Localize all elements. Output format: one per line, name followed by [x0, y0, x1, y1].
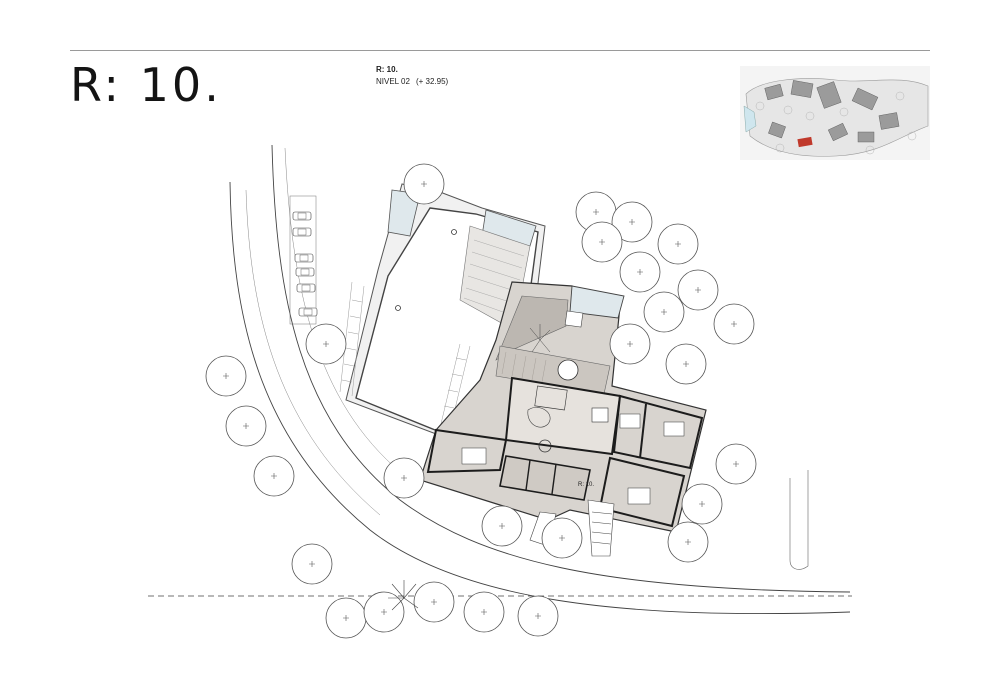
level-elevation: (+ 32.95): [415, 77, 449, 86]
tree-icon: [643, 291, 685, 333]
level-line: NIVEL 02 (+ 32.95): [376, 76, 454, 88]
living-room: [504, 376, 622, 456]
tree-icon: [253, 455, 295, 497]
building-footprint: R: 10.: [339, 183, 707, 557]
tree-icon: [305, 323, 347, 365]
tree-icon: [413, 581, 455, 623]
car-icon: [294, 253, 314, 263]
keymap-buildings: [764, 80, 900, 143]
outdoor-table: [557, 359, 579, 381]
tree-icon: [581, 221, 623, 263]
page-title: R: 10.: [70, 58, 222, 112]
tree-icon: [463, 591, 505, 633]
top-divider: [70, 50, 930, 51]
keymap-site-outline: [745, 78, 929, 157]
tree-icon: [403, 163, 445, 205]
tree-icon: [715, 443, 757, 485]
tree-icon: [667, 521, 709, 563]
tree-icon: [681, 483, 723, 525]
car-icon: [292, 211, 312, 221]
palm-tree-icon: [529, 324, 551, 353]
dining-table: [534, 385, 568, 411]
tree-icon: [713, 303, 755, 345]
tree-icon: [291, 543, 333, 585]
car-icon: [295, 267, 315, 277]
car-icon: [292, 227, 312, 237]
level-label: NIVEL 02: [376, 77, 410, 86]
keymap-highlight-unit: [797, 136, 813, 148]
palm-tree-icon: [388, 580, 419, 611]
service-rooms: [499, 455, 591, 501]
site-keymap: [740, 66, 930, 160]
stair-strip: [339, 281, 365, 397]
unit-code: R: 10.: [376, 65, 398, 74]
tree-icon: [657, 223, 699, 265]
tree-icon: [205, 355, 247, 397]
tree-icon: [517, 595, 559, 637]
terrace-pool: [569, 285, 625, 319]
car-icon: [298, 307, 318, 317]
tree-icon: [619, 251, 661, 293]
road-lines: [229, 144, 851, 615]
tree-icon: [481, 505, 523, 547]
keymap-water: [743, 105, 757, 133]
tree-icon: [541, 517, 583, 559]
tree-icon: [225, 405, 267, 447]
tree-icon: [677, 269, 719, 311]
car-icon: [296, 283, 316, 293]
keymap-trees: [755, 91, 917, 155]
unit-tag: R: 10.: [578, 482, 594, 488]
tree-icon: [383, 457, 425, 499]
tree-icon: [609, 323, 651, 365]
tree-icon: [325, 597, 367, 639]
tree-icon: [665, 343, 707, 385]
level-info: R: 10. NIVEL 02 (+ 32.95): [376, 64, 454, 88]
parking-area: [289, 195, 318, 325]
